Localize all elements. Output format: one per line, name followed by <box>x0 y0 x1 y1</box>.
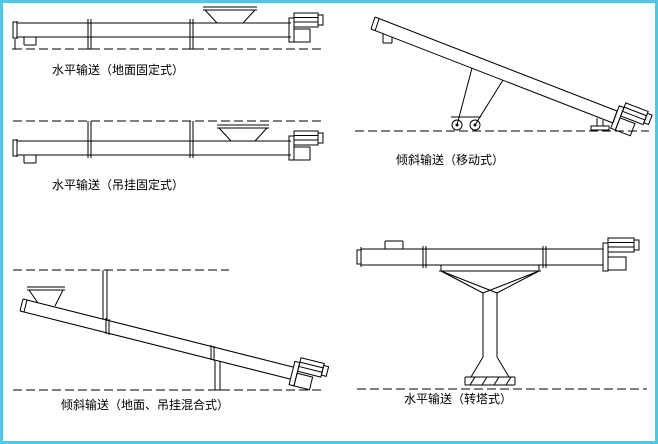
drive-unit <box>602 237 640 272</box>
diagram-label-inclined-mobile: 倾斜输送（移动式） <box>395 153 504 167</box>
diagram-inclined-mobile <box>355 16 653 137</box>
feed-hopper <box>203 6 257 24</box>
wheel <box>469 119 481 131</box>
drive-unit <box>610 102 653 137</box>
diagram-label-inclined-mixed: 倾斜输送（地面、吊挂混合式） <box>60 398 229 412</box>
wheeled-support-frame <box>451 67 504 131</box>
feed-hopper <box>27 286 65 307</box>
flange-joints <box>422 246 547 268</box>
conveyor-tube <box>19 298 294 380</box>
support-legs <box>12 19 197 50</box>
diagram-label-horizontal-turret: 水平输送（转塔式） <box>403 392 512 406</box>
base-plate <box>464 376 516 386</box>
conveyor-tube <box>356 247 603 267</box>
wheel <box>451 119 463 131</box>
hanger-rods <box>102 270 108 320</box>
end-support <box>590 118 610 131</box>
diagram-label-horizontal-ground-fixed: 水平输送（地面固定式） <box>51 63 184 77</box>
diagram-horizontal-turret <box>356 237 647 390</box>
inlet-stub <box>384 240 404 249</box>
turret-frame <box>439 265 541 294</box>
conveyor-tube <box>370 16 618 124</box>
diagram-horizontal-hanging-fixed <box>12 120 325 164</box>
diagram-horizontal-ground-fixed <box>12 6 325 50</box>
conveyor-tube <box>12 139 291 157</box>
feed-hopper <box>217 124 269 142</box>
drive-unit <box>288 357 329 391</box>
drive-unit <box>288 130 324 161</box>
drive-unit <box>288 12 324 43</box>
discharge-spout <box>382 34 393 44</box>
hanger-rods <box>87 121 194 158</box>
diagram-inclined-mixed <box>13 269 329 391</box>
discharge-chute <box>23 37 37 46</box>
flange-joints <box>105 318 215 361</box>
turret-column <box>470 293 510 378</box>
discharge-chute <box>23 155 37 164</box>
conveyor-tube <box>12 21 291 39</box>
diagram-label-horizontal-hanging-fixed: 水平输送（吊挂固定式） <box>51 178 184 192</box>
support-leg <box>209 361 226 391</box>
